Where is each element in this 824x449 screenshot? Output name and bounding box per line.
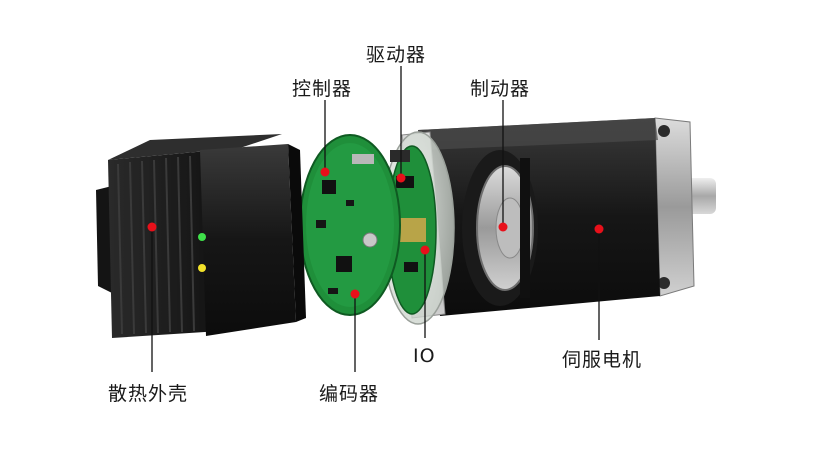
label-servo-motor: 伺服电机 — [562, 349, 643, 371]
marker-dot-heatsink — [147, 222, 157, 232]
marker-dot-servo-motor — [594, 224, 604, 234]
flange-bolt-hole — [658, 277, 670, 289]
heatsink-front-face — [200, 144, 296, 336]
marker-dot-brake — [498, 222, 508, 232]
flange-bolt-hole — [658, 125, 670, 137]
controller-encoder-board — [299, 134, 401, 316]
label-driver: 驱动器 — [366, 44, 427, 66]
label-encoder: 编码器 — [319, 383, 380, 405]
label-io: IO — [413, 345, 436, 367]
motor-front-flange — [654, 117, 695, 297]
marker-dot-controller — [320, 167, 330, 177]
marker-dot-driver — [396, 173, 406, 183]
label-controller: 控制器 — [292, 78, 353, 100]
status-led-green — [198, 233, 206, 241]
label-heatsink-shell: 散热外壳 — [108, 383, 189, 405]
status-led-yellow — [198, 264, 206, 272]
marker-dots — [147, 167, 604, 299]
heatsink-shell — [96, 134, 306, 338]
label-brake: 制动器 — [470, 78, 531, 100]
marker-dot-encoder — [350, 289, 360, 299]
leader-lines — [151, 66, 600, 372]
marker-dot-io — [420, 245, 430, 255]
